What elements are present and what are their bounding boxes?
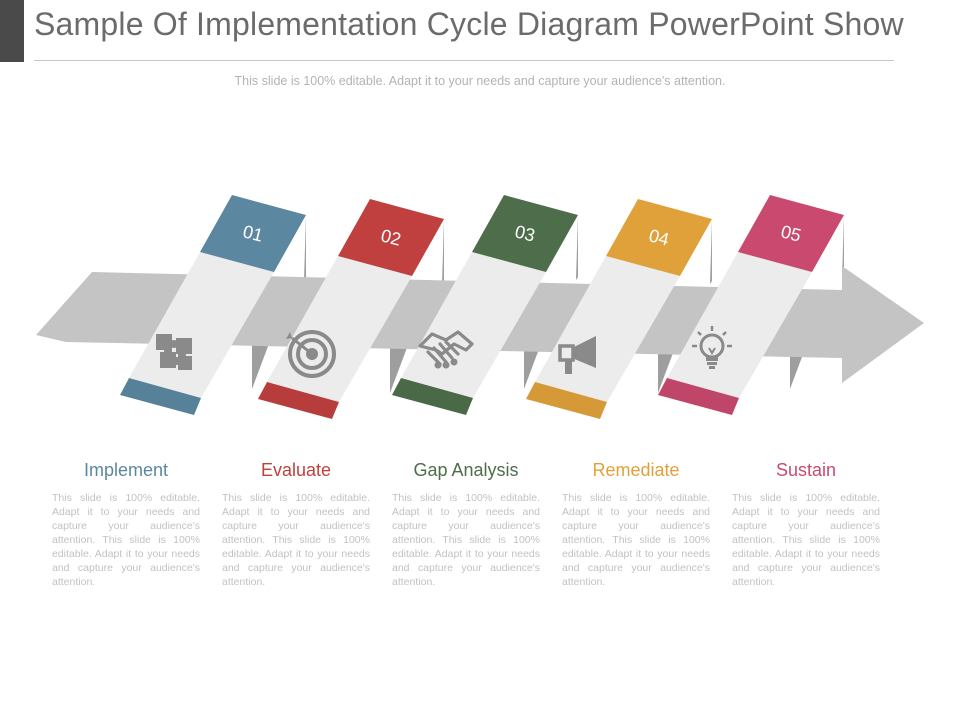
step-title-evaluate: Evaluate — [260, 460, 332, 480]
step-description-remediate: This slide is 100% editable. Adapt it to… — [562, 492, 710, 588]
ribbon-band-sustain — [658, 378, 739, 415]
ribbon-face-sustain — [667, 252, 812, 398]
ribbon-fold-sustain — [842, 215, 844, 280]
title-accent-bar — [0, 0, 24, 62]
ribbon-cap-gap-analysis — [472, 195, 578, 272]
step-description-gap-analysis: This slide is 100% editable. Adapt it to… — [392, 492, 540, 588]
ribbon-fold-bottom-remediate — [658, 343, 676, 393]
step-title-remediate: Remediate — [592, 460, 680, 480]
step-number-gap-analysis: 03 — [513, 221, 537, 245]
ribbon-band-implement — [120, 378, 201, 415]
step-number-implement: 01 — [241, 221, 265, 245]
step-description-evaluate: This slide is 100% editable. Adapt it to… — [222, 492, 370, 588]
ribbon-fold-bottom-evaluate — [390, 343, 408, 393]
slide-title: Sample Of Implementation Cycle Diagram P… — [34, 6, 904, 42]
step-number-evaluate: 02 — [379, 225, 403, 249]
step-description-sustain: This slide is 100% editable. Adapt it to… — [732, 492, 880, 588]
ribbon-band-gap-analysis — [392, 378, 473, 415]
slide-subtitle: This slide is 100% editable. Adapt it to… — [234, 74, 726, 88]
title-divider — [34, 60, 894, 61]
step-number-remediate: 04 — [647, 225, 671, 249]
ribbon-fold-remediate — [710, 219, 712, 284]
step-description-implement: This slide is 100% editable. Adapt it to… — [52, 492, 200, 588]
step-number-sustain: 05 — [779, 221, 803, 245]
step-title-sustain: Sustain — [775, 460, 837, 480]
ribbon-fold-evaluate — [442, 219, 444, 284]
ribbon-fold-bottom-implement — [252, 339, 270, 389]
ribbon-cap-remediate — [606, 199, 712, 276]
ribbon-cap-evaluate — [338, 199, 444, 276]
ribbon-band-evaluate — [258, 382, 339, 419]
step-title-implement: Implement — [83, 460, 169, 480]
step-title-gap-analysis: Gap Analysis — [413, 460, 519, 480]
ribbon-fold-implement — [304, 215, 306, 280]
ribbon-band-remediate — [526, 382, 607, 419]
ribbon-fold-gap-analysis — [576, 215, 578, 280]
ribbon-cap-sustain — [738, 195, 844, 272]
ribbon-cap-implement — [200, 195, 306, 272]
